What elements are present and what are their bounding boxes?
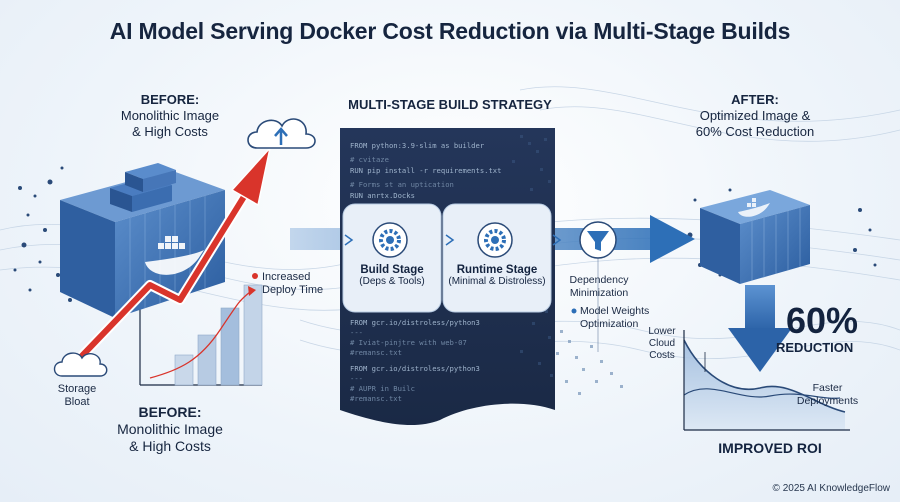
page-title: AI Model Serving Docker Cost Reduction v… [109, 18, 791, 44]
build-stage-title: Build Stage [360, 264, 424, 276]
before-header-top: BEFORE: Monolithic Image & High Costs [95, 92, 245, 140]
runtime-stage-title: Runtime Stage [456, 264, 538, 276]
dependency-label: Dependency Minimization [560, 274, 638, 300]
code-line: RUN anrtx.Docks [350, 191, 415, 200]
faster-deploy-label: Faster Deployments [790, 382, 865, 408]
faster-line2: Deployments [796, 395, 859, 407]
faster-line1: Faster [812, 382, 843, 394]
after-heading: AFTER: [731, 92, 779, 107]
weights-line1: Model Weights [580, 305, 650, 317]
code-line: FROM gcr.io/distroless/python3 [350, 318, 480, 327]
strategy-heading: MULTI-STAGE BUILD STRATEGY [348, 97, 552, 112]
weights-marker [571, 308, 577, 314]
before-line1-bottom: Monolithic Image [117, 421, 223, 437]
code-line: RUN pip install -r requirements.txt [350, 166, 502, 175]
before-header-bottom: BEFORE: Monolithic Image & High Costs [95, 404, 245, 455]
increased-line2: Deploy Time [262, 284, 324, 296]
code-line: --- [350, 328, 363, 337]
weights-line2: Optimization [580, 318, 639, 330]
gear-icon [372, 222, 408, 258]
code-line: # cvitaze [350, 155, 389, 164]
lower-line1: Lower [648, 326, 676, 337]
lower-line3: Costs [649, 350, 675, 361]
lower-costs-label: Lower Cloud Costs [642, 326, 682, 362]
before-line2-bottom: & High Costs [129, 438, 211, 454]
code-block-bottom: FROM gcr.io/distroless/python3 --- # Ivi… [350, 318, 480, 404]
cloud-upload-icon [247, 118, 316, 149]
after-decline-chart [683, 330, 850, 431]
lower-line2: Cloud [648, 338, 676, 349]
improved-roi: IMPROVED ROI [718, 440, 822, 456]
weights-label: Model Weights Optimization [580, 305, 660, 331]
dots-left [13, 166, 72, 302]
copyright: © 2025 AI KnowledgeFlow [772, 483, 890, 494]
storage-line2: Bloat [64, 396, 90, 408]
after-header: AFTER: Optimized Image & 60% Cost Reduct… [670, 92, 840, 140]
increased-line1: Increased [262, 271, 311, 283]
before-heading-bottom: BEFORE: [138, 404, 202, 420]
code-line: --- [350, 374, 363, 383]
reduction-label: REDUCTION [776, 340, 854, 355]
build-stage-card [342, 203, 442, 313]
increased-deploy-label: Increased Deploy Time [262, 271, 323, 297]
before-bar-chart [139, 284, 263, 386]
before-line1: Monolithic Image [120, 108, 220, 123]
code-block-top: FROM python:3.9-slim as builder # cvitaz… [350, 140, 501, 201]
storage-line1: Storage [57, 383, 97, 395]
before-line2: & High Costs [132, 124, 208, 139]
after-line1: Optimized Image & [699, 108, 811, 123]
code-line: FROM python:3.9-slim as builder [350, 141, 485, 150]
before-heading: BEFORE: [140, 92, 200, 107]
funnel-icon [579, 221, 617, 259]
storage-cloud-icon [53, 352, 108, 377]
code-line: # Iviat-pinjtre with web-07 [350, 338, 467, 347]
code-line: # Forms st an uptication [350, 180, 454, 189]
code-line: FROM gcr.io/distroless/python3 [350, 364, 480, 373]
runtime-stage-card [442, 203, 552, 313]
code-line: # AUPR in Builc [350, 384, 415, 393]
reduction-percent: 60% [786, 300, 859, 341]
build-stage-label: Build Stage (Deps & Tools) [343, 264, 441, 287]
runtime-stage-label: Runtime Stage (Minimal & Distroless) [443, 264, 551, 287]
reduction-down-arrow [728, 285, 792, 372]
build-stage-sub: (Deps & Tools) [359, 276, 425, 287]
container-icon [700, 190, 810, 284]
pixel-dissolve [556, 330, 623, 395]
docker-whale-icon [145, 236, 204, 275]
code-line: #remansc.txt [350, 394, 402, 403]
after-line2: 60% Cost Reduction [695, 124, 815, 139]
deploy-time-marker [252, 273, 258, 279]
storage-bloat-label: Storage Bloat [52, 383, 102, 409]
dependency-line1: Dependency [569, 274, 629, 286]
cost-rising-arrow [74, 145, 272, 364]
gear-icon [477, 222, 513, 258]
dependency-line2: Minimization [569, 287, 629, 299]
runtime-stage-sub: (Minimal & Distroless) [448, 276, 546, 287]
docker-whale-icon [738, 198, 770, 217]
code-line: #remansc.txt [350, 348, 402, 357]
